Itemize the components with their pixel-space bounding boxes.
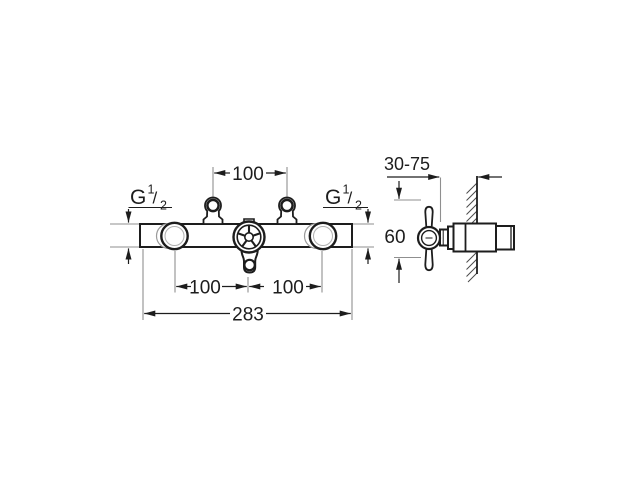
dim-label: 30-75 xyxy=(384,154,430,174)
thread-label-right: G 1 / 2 xyxy=(323,183,371,264)
valve-back-block xyxy=(495,225,515,251)
lug-screw-hole xyxy=(243,258,256,272)
hatch-line xyxy=(466,189,478,201)
hatch-line xyxy=(466,182,478,194)
thread-label-left: G 1 / 2 xyxy=(125,183,172,264)
dim-top-port-spacing: 100 xyxy=(214,164,286,185)
upper-port-right xyxy=(276,196,298,225)
right-port-inner xyxy=(313,226,333,246)
wall-hatching xyxy=(466,182,478,283)
hatch-line xyxy=(466,203,478,215)
dim-label: 100 xyxy=(189,278,221,299)
thread-label-base: G xyxy=(325,186,341,209)
cross-handle-bottom-wing xyxy=(424,247,434,272)
center-valve xyxy=(232,218,266,274)
thread-label-base: G xyxy=(130,186,146,209)
thread-label-sup: 1 xyxy=(148,183,155,197)
thread-label-sup: 1 xyxy=(343,183,350,197)
dim-wall-depth-range: 30-75 xyxy=(384,154,502,180)
dim-overall-length: 283 xyxy=(144,305,351,326)
valve-body-front xyxy=(139,196,353,274)
upper-port-ring xyxy=(206,198,220,213)
hatch-line xyxy=(466,210,478,222)
valve-hub xyxy=(244,232,255,243)
extension-lines-side xyxy=(394,177,442,259)
dim-body-height: 60 xyxy=(384,181,406,283)
upper-port-ring xyxy=(280,198,294,213)
hatch-line xyxy=(466,258,478,270)
thread-label-slash: / xyxy=(153,189,158,208)
dim-bottom-port-spacing: 100 100 xyxy=(176,278,321,299)
valve-neck xyxy=(439,228,449,247)
dim-label: 100 xyxy=(272,278,304,299)
front-view: 100 100 100 283 G 1 / 2 G xyxy=(110,164,374,326)
valve-main-block xyxy=(452,222,497,253)
hatch-line xyxy=(466,251,478,263)
thread-label-slash: / xyxy=(348,189,353,208)
hatch-line xyxy=(466,265,478,277)
hatch-line xyxy=(467,272,478,283)
thread-label-sub: 2 xyxy=(160,199,167,213)
extension-lines-front xyxy=(110,167,374,320)
dim-label: 283 xyxy=(232,305,264,326)
upper-port-left xyxy=(202,196,224,225)
side-view: 30-75 60 xyxy=(384,154,515,283)
hatch-line xyxy=(466,196,478,208)
valve-body-side xyxy=(416,205,515,272)
left-port-inner xyxy=(164,226,185,246)
dim-label: 60 xyxy=(384,227,405,248)
valve-spokes xyxy=(237,225,261,248)
thread-label-sub: 2 xyxy=(355,199,362,213)
cross-handle-top-wing xyxy=(424,205,434,229)
dim-label: 100 xyxy=(232,164,264,185)
